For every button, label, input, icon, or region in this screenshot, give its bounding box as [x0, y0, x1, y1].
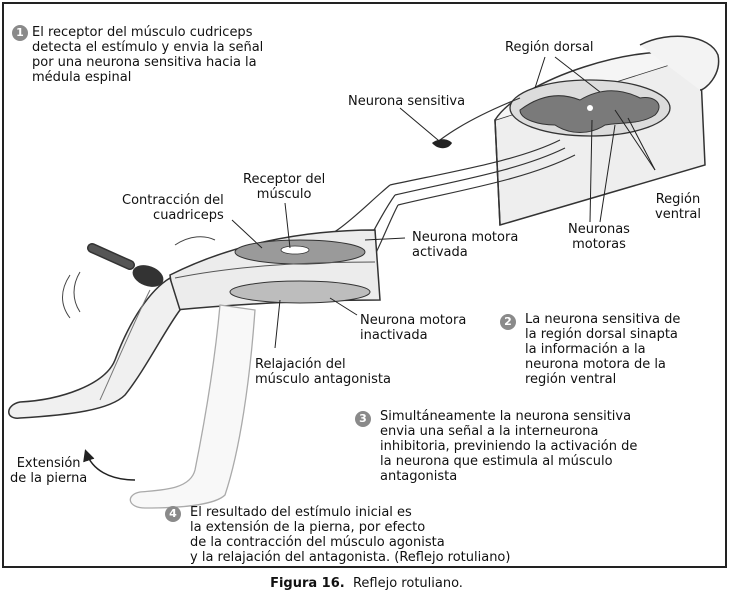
step-4-text: El resultado del estímulo inicial es la … — [190, 505, 511, 565]
step-1-badge: 1 — [12, 25, 28, 41]
step-4-badge: 4 — [165, 506, 181, 522]
gray-matter — [519, 90, 660, 133]
label-relajacion-antagonista: Relajación del músculo antagonista — [255, 357, 391, 387]
extended-leg — [8, 276, 181, 419]
label-receptor-musculo: Receptor del músculo — [243, 172, 326, 202]
label-contraccion-cuadriceps: Contracción del cuadriceps — [122, 193, 224, 223]
step-2-text: La neurona sensitiva de la región dorsal… — [525, 312, 681, 387]
antagonist-muscle — [229, 280, 371, 304]
label-neurona-motora-activada: Neurona motora activada — [412, 230, 519, 260]
step-3-badge: 3 — [355, 411, 371, 427]
reflex-hammer — [62, 236, 216, 319]
sensory-neuron-body — [432, 139, 452, 149]
label-neurona-motora-inactivada: Neurona motora inactivada — [360, 313, 467, 343]
label-region-ventral: Región ventral — [655, 192, 701, 222]
label-region-dorsal: Región dorsal — [505, 40, 594, 55]
caption-title: Reflejo rotuliano. — [352, 576, 463, 591]
label-neuronas-motoras: Neuronas motoras — [568, 222, 630, 252]
leader-lines — [231, 56, 656, 349]
step-3-text: Simultáneamente la neurona sensitiva env… — [380, 409, 638, 484]
spinal-cord — [494, 35, 720, 226]
figure-caption: Figura 16. Reflejo rotuliano. — [0, 576, 733, 591]
extension-arrow — [83, 449, 136, 481]
resting-leg-ghost — [129, 304, 256, 509]
thigh — [169, 229, 381, 311]
caption-figure-number: Figura 16. — [270, 576, 345, 591]
step-2-badge: 2 — [500, 314, 516, 330]
muscle-receptor — [280, 245, 310, 255]
label-neurona-sensitiva: Neurona sensitiva — [348, 94, 466, 109]
label-extension-pierna: Extensión de la pierna — [10, 456, 88, 486]
step-1-text: El receptor del músculo cudriceps detect… — [32, 25, 264, 85]
